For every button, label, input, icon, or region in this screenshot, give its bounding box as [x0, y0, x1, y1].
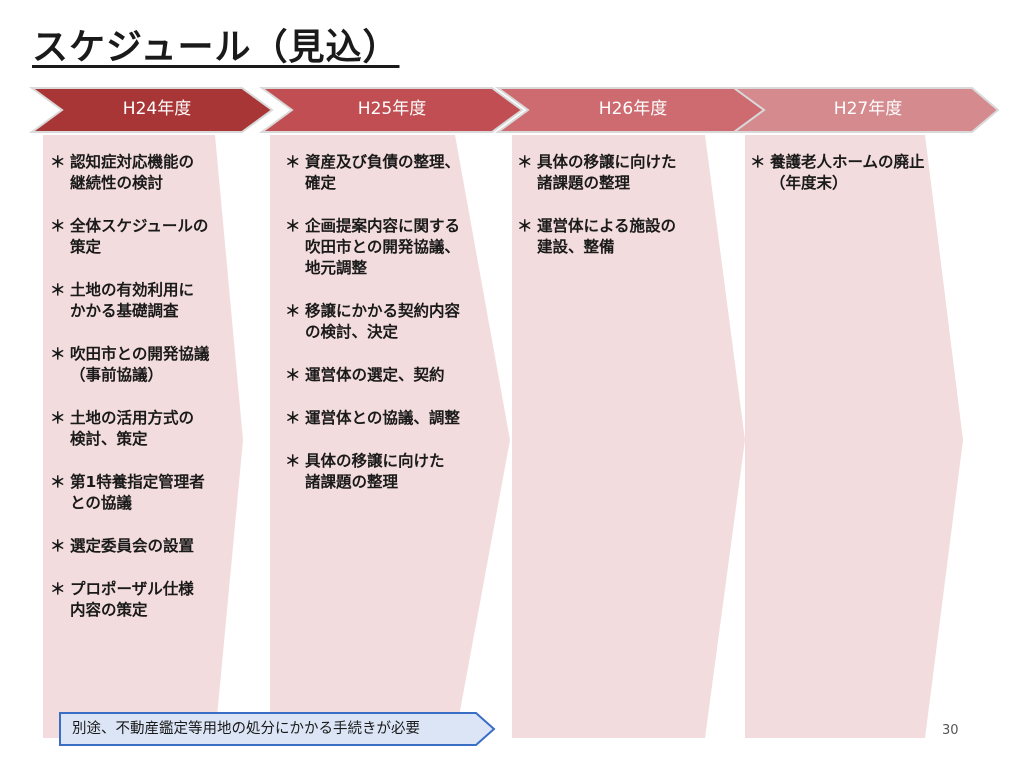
schedule-item-text: 企画提案内容に関する: [305, 217, 461, 235]
bullet-star: ＊: [285, 366, 301, 384]
schedule-item-text: 運営体による施設の: [537, 217, 677, 235]
schedule-item-text: 地元調整: [305, 259, 368, 277]
schedule-item: ＊移譲にかかる契約内容の検討、決定: [285, 301, 460, 343]
schedule-item: ＊全体スケジュールの策定: [50, 216, 209, 258]
bullet-star: ＊: [285, 409, 301, 427]
schedule-item: ＊認知症対応機能の継続性の検討: [50, 152, 209, 194]
schedule-item-text: 内容の策定: [70, 601, 148, 619]
schedule-item-text: 認知症対応機能の: [70, 153, 195, 171]
schedule-item-text: 具体の移譲に向けた: [305, 452, 445, 470]
phase-items-h24: ＊認知症対応機能の継続性の検討＊全体スケジュールの策定＊土地の有効利用にかかる基…: [50, 152, 209, 643]
schedule-item-text: 全体スケジュールの: [70, 217, 209, 235]
bullet-star: ＊: [285, 153, 301, 171]
schedule-item: ＊吹田市との開発協議 （事前協議）: [50, 344, 209, 386]
schedule-item: ＊具体の移譲に向けた諸課題の整理: [285, 451, 460, 493]
schedule-item-text: 継続性の検討: [70, 174, 164, 192]
note-text: 別途、不動産鑑定等用地の処分にかかる手続きが必要: [72, 721, 420, 737]
schedule-item: ＊第1特養指定管理者との協議: [50, 472, 209, 514]
schedule-item: ＊運営体の選定、契約: [285, 365, 460, 386]
schedule-item-text: 選定委員会の設置: [70, 537, 195, 555]
schedule-item: ＊選定委員会の設置: [50, 536, 209, 557]
schedule-item-text: 運営体の選定、契約: [305, 366, 445, 384]
column-bg-h27: [745, 135, 963, 738]
schedule-item: ＊養護老人ホームの廃止 （年度末）: [750, 152, 925, 194]
phase-chevron-h24: [28, 87, 274, 133]
column-bg-h26: [512, 135, 745, 738]
bullet-star: ＊: [285, 217, 301, 235]
schedule-item: ＊土地の活用方式の検討、策定: [50, 408, 209, 450]
schedule-item-text: かかる基礎調査: [70, 302, 179, 320]
schedule-item-text: 土地の活用方式の: [70, 409, 195, 427]
schedule-item-text: 確定: [305, 174, 337, 192]
phase-label-h26: H26年度: [598, 99, 668, 119]
phase-items-h25: ＊資産及び負債の整理、確定＊企画提案内容に関する吹田市との開発協議、地元調整＊移…: [285, 152, 460, 515]
schedule-item-text: 移譲にかかる契約内容: [305, 302, 461, 320]
bullet-star: ＊: [50, 345, 66, 363]
schedule-item: ＊資産及び負債の整理、確定: [285, 152, 460, 194]
phase-chevron-h27: [730, 87, 1000, 133]
schedule-item: ＊土地の有効利用にかかる基礎調査: [50, 280, 209, 322]
bullet-star: ＊: [50, 473, 66, 491]
bullet-star: ＊: [50, 153, 66, 171]
schedule-item-text: （事前協議）: [70, 366, 164, 384]
slide-title: スケジュール（見込）: [32, 27, 400, 68]
schedule-item: ＊運営体との協議、調整: [285, 408, 460, 429]
bullet-star: ＊: [50, 537, 66, 555]
schedule-item-text: （年度末）: [770, 174, 848, 192]
phase-label-h25: H25年度: [357, 99, 427, 119]
schedule-item: ＊具体の移譲に向けた諸課題の整理: [517, 152, 677, 194]
schedule-item-text: 検討、策定: [70, 430, 148, 448]
schedule-item: ＊企画提案内容に関する吹田市との開発協議、地元調整: [285, 216, 460, 279]
bullet-star: ＊: [517, 153, 533, 171]
note-callout-shape: [59, 712, 496, 746]
phase-label-h24: H24年度: [122, 99, 192, 119]
schedule-item-text: 策定: [70, 238, 102, 256]
bullet-star: ＊: [285, 302, 301, 320]
phase-chevron-h25: [258, 87, 524, 133]
bullet-star: ＊: [517, 217, 533, 235]
bullet-star: ＊: [50, 580, 66, 598]
bullet-star: ＊: [50, 409, 66, 427]
schedule-item-text: 資産及び負債の整理、: [305, 153, 461, 171]
phase-label-h27: H27年度: [833, 99, 903, 119]
column-bg-h24: [43, 135, 243, 738]
schedule-item-text: 諸課題の整理: [537, 174, 631, 192]
schedule-item-text: 養護老人ホームの廃止: [770, 153, 925, 171]
schedule-item-text: 吹田市との開発協議: [70, 345, 210, 363]
phase-items-h26: ＊具体の移譲に向けた諸課題の整理＊運営体による施設の建設、整備: [517, 152, 677, 280]
bullet-star: ＊: [50, 281, 66, 299]
schedule-item: ＊プロポーザル仕様内容の策定: [50, 579, 209, 621]
column-bg-h25: [270, 135, 510, 738]
schedule-item-text: との協議: [70, 494, 132, 512]
bullet-star: ＊: [285, 452, 301, 470]
schedule-item-text: 諸課題の整理: [305, 473, 399, 491]
schedule-item-text: 吹田市との開発協議、: [305, 238, 460, 256]
schedule-item-text: 具体の移譲に向けた: [537, 153, 677, 171]
bullet-star: ＊: [750, 153, 766, 171]
schedule-item-text: 運営体との協議、調整: [305, 409, 460, 427]
schedule-item-text: の検討、決定: [305, 323, 399, 341]
schedule-item-text: 土地の有効利用に: [70, 281, 195, 299]
schedule-item-text: 第1特養指定管理者: [70, 473, 205, 491]
phase-items-h27: ＊養護老人ホームの廃止 （年度末）: [750, 152, 925, 216]
schedule-item-text: プロポーザル仕様: [70, 580, 194, 598]
schedule-item: ＊運営体による施設の建設、整備: [517, 216, 677, 258]
schedule-item-text: 建設、整備: [537, 238, 615, 256]
bullet-star: ＊: [50, 217, 66, 235]
page-number: 30: [942, 723, 959, 738]
